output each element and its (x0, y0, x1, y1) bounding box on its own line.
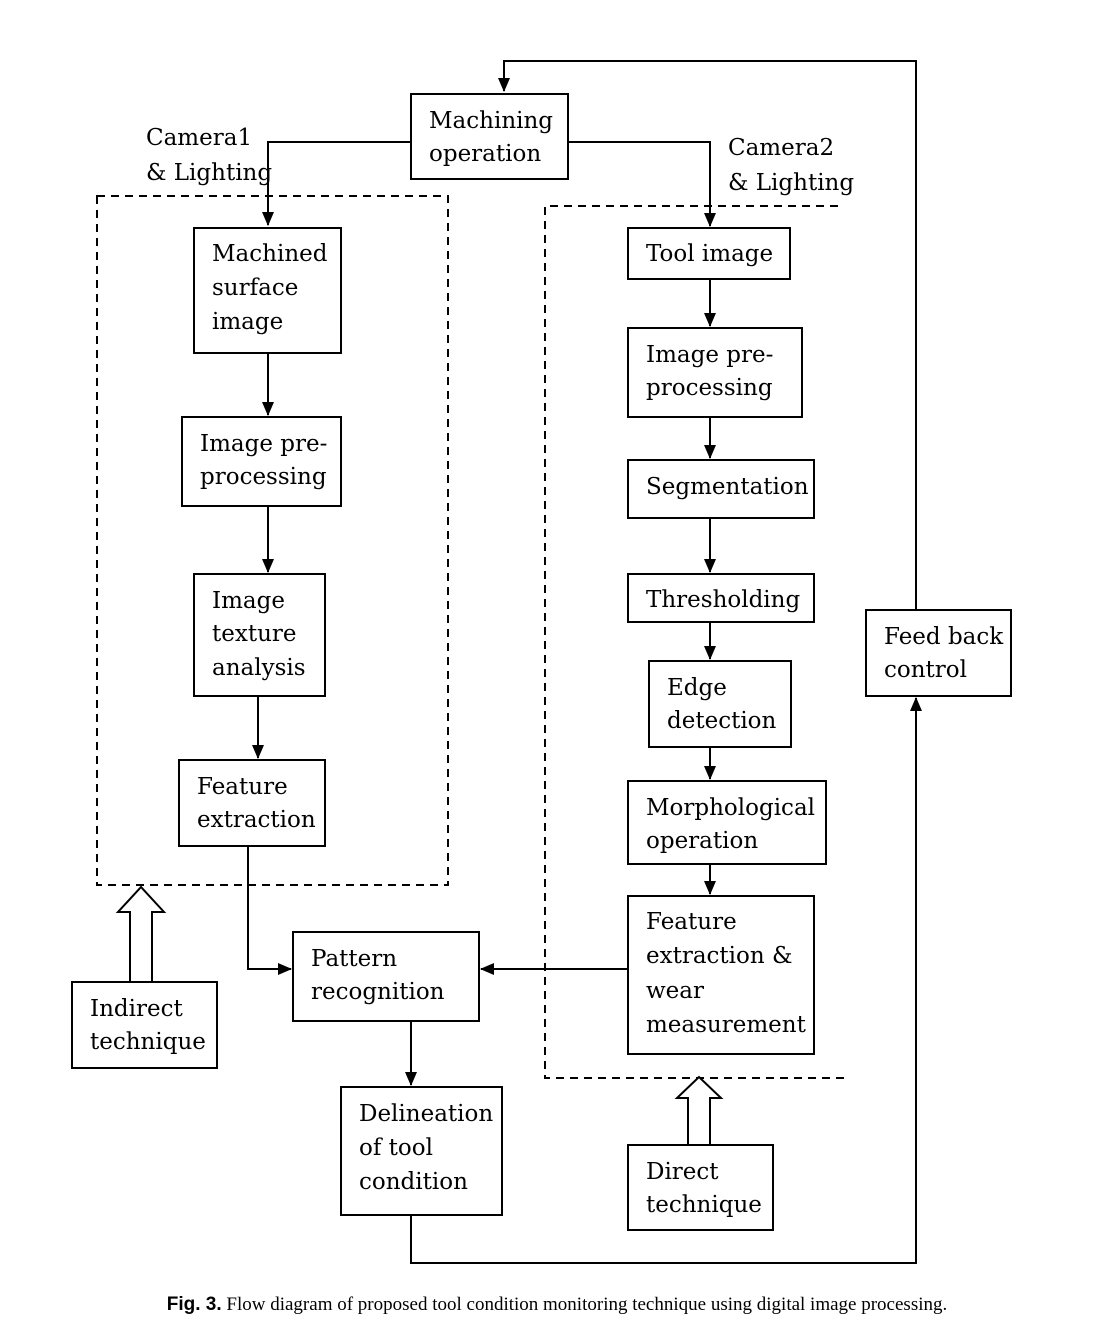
image-preprocessing-right-box (627, 327, 803, 418)
image-preprocessing-left-box (181, 416, 342, 507)
image-preprocessing-right-label: Image pre-processing (646, 342, 773, 401)
machined-surface-image-box (193, 227, 342, 354)
direct-hollow-arrow (674, 1075, 724, 1146)
tool-image-box (627, 227, 791, 280)
morphological-operation-box (627, 780, 827, 865)
feature-left-to-pattern-arrow (247, 846, 292, 975)
machining-to-left-arrow (262, 141, 411, 226)
indirect-hollow-arrow (115, 885, 167, 983)
delineation-box (340, 1086, 503, 1216)
machining-to-right-arrow (568, 141, 716, 227)
feedback-control-box (865, 609, 1012, 697)
indirect-technique-box (71, 981, 218, 1069)
delineation-to-feedback-arrow (410, 697, 922, 1264)
feedback-to-machining-arrow (498, 60, 917, 610)
camera2-lighting-label: Camera2& Lighting (728, 135, 854, 196)
edge-detection-box (648, 660, 792, 748)
indirect-region (96, 195, 449, 886)
direct-technique-box (627, 1144, 774, 1231)
connectors (247, 60, 922, 1264)
thresholding-label: Thresholding (646, 587, 800, 613)
machining-operation-box (410, 93, 569, 180)
pattern-recognition-box (292, 931, 480, 1022)
segmentation-box (627, 459, 815, 519)
feature-extraction-left-box (178, 759, 326, 847)
segmentation-label: Segmentation (646, 474, 809, 500)
image-texture-analysis-box (193, 573, 326, 697)
figure-caption: Fig. 3. Flow diagram of proposed tool co… (0, 1294, 1114, 1316)
tool-image-label: Tool image (646, 241, 773, 267)
thresholding-box (627, 573, 815, 623)
figure-number: Fig. 3. (166, 1294, 222, 1315)
feature-extraction-wear-measurement-box (627, 895, 815, 1055)
image-preprocessing-left-label: Image pre-processing (200, 431, 327, 490)
camera1-lighting-label: Camera1& Lighting (146, 125, 272, 186)
direct-region (544, 205, 845, 1079)
caption-text: Flow diagram of proposed tool condition … (226, 1294, 948, 1315)
